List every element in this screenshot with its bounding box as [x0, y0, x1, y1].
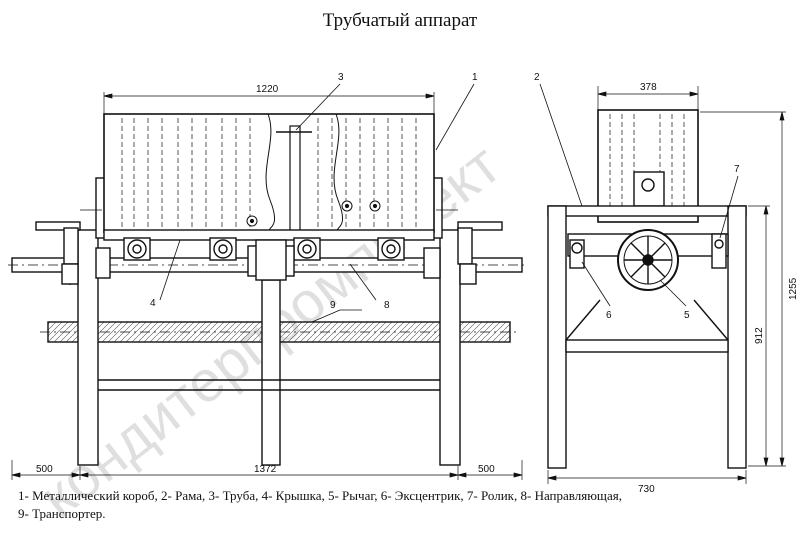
- dim-500-right-label: 500: [478, 464, 495, 475]
- callout-5: 5: [684, 310, 690, 321]
- lever-5: [567, 229, 729, 291]
- callout-3: 3: [338, 72, 344, 83]
- dim-vertical: [700, 111, 786, 467]
- roller-7: [711, 233, 727, 269]
- rollers-front: [123, 237, 405, 261]
- diagram-title: Трубчатый аппарат: [322, 10, 478, 31]
- leader-lines-side: [539, 83, 739, 307]
- dim-1255-label: 1255: [788, 277, 799, 300]
- leader-lines-front: [159, 83, 475, 323]
- dim-378: [597, 86, 699, 112]
- callout-9: 9: [330, 300, 336, 311]
- callout-6: 6: [606, 310, 612, 321]
- crank-right: [457, 221, 503, 285]
- dim-500-left-label: 500: [36, 464, 53, 475]
- front-view: [8, 83, 528, 480]
- eccentric-6: [569, 239, 585, 269]
- crank-left: [35, 221, 81, 285]
- callout-7: 7: [734, 164, 740, 175]
- dim-730: [547, 470, 747, 484]
- side-view: [539, 83, 786, 484]
- callout-2: 2: [534, 72, 540, 83]
- side-frame: [547, 205, 747, 469]
- dimension-labels: 1220 378 500 1372 500 730 1255 912: [36, 82, 799, 495]
- dim-912-label: 912: [754, 327, 765, 344]
- dim-1220-label: 1220: [256, 84, 279, 95]
- box-knobs: [246, 200, 381, 227]
- dim-1372-label: 1372: [254, 464, 277, 475]
- callout-labels: 1 2 3 4 5 6 7 8 9: [150, 72, 740, 321]
- callout-4: 4: [150, 298, 156, 309]
- callout-8: 8: [384, 300, 390, 311]
- dim-1220: [103, 92, 435, 116]
- legend: 1- Металлический короб, 2- Рама, 3- Труб…: [18, 487, 788, 523]
- guide-8-collars: [95, 239, 441, 281]
- dim-730-label: 730: [638, 484, 655, 495]
- frame-legs: [77, 229, 461, 466]
- metal-box-1: [103, 113, 435, 235]
- legend-line-2: 9- Транспортер.: [18, 506, 106, 521]
- callout-1: 1: [472, 72, 478, 83]
- side-box: [597, 109, 699, 223]
- legend-line-1: 1- Металлический короб, 2- Рама, 3- Труб…: [18, 488, 622, 503]
- dim-378-label: 378: [640, 82, 657, 93]
- dim-bottom: [11, 460, 523, 480]
